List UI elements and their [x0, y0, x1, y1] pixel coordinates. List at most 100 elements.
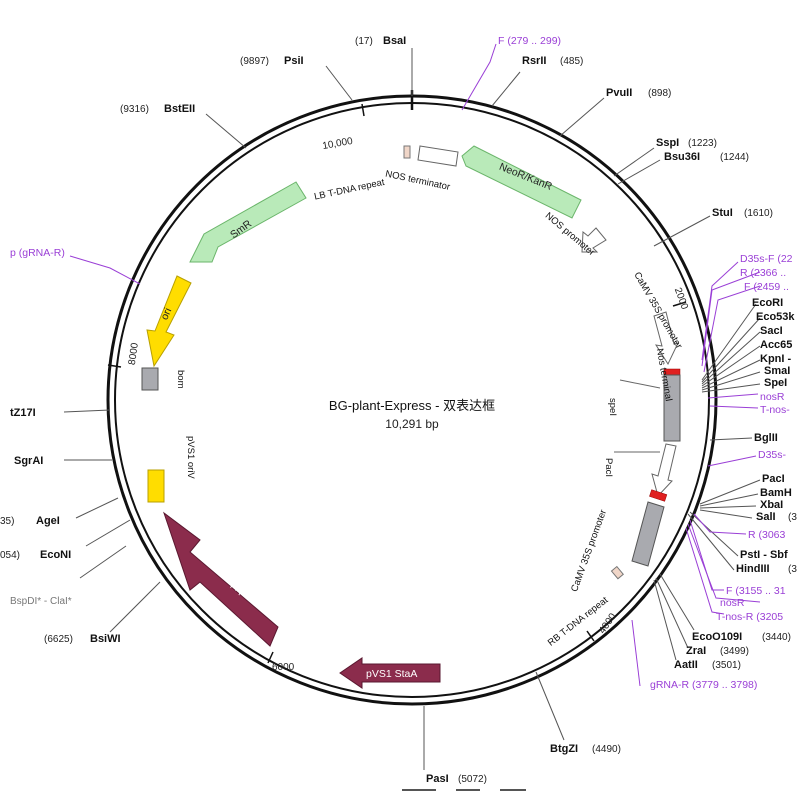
site-name-bsai: BsaI: [383, 35, 406, 47]
feature-pvs1-staa-label: pVS1 StaA: [366, 668, 417, 680]
site-pos-econi: 054): [0, 550, 20, 561]
tick-label-10000: 10,000: [322, 136, 354, 152]
site-name-econi: EcoNI: [40, 549, 71, 561]
site-leaders: [63, 48, 761, 770]
primer-t-nos-1: T-nos-: [760, 404, 790, 416]
site-name-bglii: BglII: [754, 432, 778, 444]
site-name-psii: PsiI: [284, 55, 304, 67]
site-name-pvuii: PvuII: [606, 87, 632, 99]
feature-ori-label: ori: [159, 306, 175, 322]
site-name-zrai: ZraI: [686, 645, 706, 657]
site-name-psti-sbf: PstI - Sbf: [740, 549, 788, 561]
label-camv35s-promoter-1: CaMV 35S promoter: [631, 270, 684, 350]
tick-mark-4000: [586, 630, 595, 642]
site-name-tz17i: tZ17I: [10, 407, 36, 419]
primer-r-3063: R (3063: [748, 529, 786, 541]
site-pos-bsteii: (9316): [120, 104, 149, 115]
site-name-acc65: Acc65: [760, 339, 792, 351]
site-name-btgzi: BtgZI: [550, 743, 578, 755]
speI-inner-line: [619, 379, 661, 389]
feature-nos-promoter: [581, 227, 607, 253]
primer-p-grna-r: p (gRNA-R): [10, 247, 65, 259]
tick-label-6000: 6000: [272, 662, 295, 673]
primer-d35s-f: D35s-F (22: [740, 253, 793, 265]
site-name-bamh: BamH: [760, 487, 792, 499]
feature-ori: [146, 275, 192, 368]
site-name-sgrai: SgrAI: [14, 455, 43, 467]
site-pos-rsrii: (485): [560, 56, 583, 67]
site-pos-bsu36i: (1244): [720, 152, 749, 163]
primer-f-3155: F (3155 .. 31: [726, 585, 786, 597]
plasmid-name: BG-plant-Express - 双表达框: [329, 398, 495, 413]
site-pos-sspi: (1223): [688, 138, 717, 149]
site-name-pasi: PasI: [426, 773, 449, 785]
site-name-sali: SalI: [756, 511, 776, 523]
feature-pvs1-repa: [163, 511, 279, 647]
label-camv35s-promoter-2: CaMV 35S promoter: [569, 508, 609, 593]
site-name-xbai: XbaI: [760, 499, 783, 511]
site-pos-pasi: (5072): [458, 774, 487, 785]
feature-camv35s-promoter-1: [653, 311, 679, 366]
site-pos-bsai: (17): [355, 36, 373, 47]
primer-f-2459: F (2459 ..: [744, 281, 789, 293]
label-nos-promoter: NOS promoter: [543, 210, 597, 258]
site-pos-pvuii: (898): [648, 88, 671, 99]
primer-nosr-2: nosR: [720, 597, 745, 609]
site-pos-btgzi: (4490): [592, 744, 621, 755]
label-pvs1-oriv: pVS1 oriV: [185, 436, 196, 479]
feature-neor-kanr: [461, 145, 582, 219]
feature-gray-box-1: [663, 374, 681, 442]
feature-smr: [189, 181, 307, 263]
site-name-sspi: SspI: [656, 137, 679, 149]
site-name-stui: StuI: [712, 207, 733, 219]
site-name-spei: SpeI: [764, 377, 787, 389]
site-grey-bspdi-clai: BspDI* - ClaI*: [10, 596, 72, 607]
site-name-bsteii: BstEII: [164, 103, 195, 115]
tick-mark-6000: [267, 651, 274, 664]
primer-d35s-2: D35s-: [758, 449, 787, 461]
site-name-bsu36i: Bsu36I: [664, 151, 700, 163]
tick-mark-10000: [361, 103, 365, 117]
feature-rb-tdna-repeat: [610, 565, 624, 580]
label-paci-inner: PacI: [603, 458, 614, 477]
feature-bom: [141, 367, 159, 391]
site-name-agei: AgeI: [36, 515, 60, 527]
primer-f-279: F (279 .. 299): [498, 35, 561, 47]
site-name-paci: PacI: [762, 473, 785, 485]
site-pos-hindiii: (3: [788, 564, 797, 575]
primer-r-2366: R (2366 ..: [740, 267, 786, 279]
site-name-smai: SmaI: [764, 365, 790, 377]
feature-pvs1-staa: [339, 657, 441, 689]
site-name-rsrii: RsrII: [522, 55, 546, 67]
site-name-hindiii: HindIII: [736, 563, 770, 575]
primer-t-nos-r: T-nos-R (3205: [716, 611, 783, 623]
feature-camv35s-promoter-2: [651, 443, 677, 497]
plasmid-size: 10,291 bp: [385, 417, 439, 431]
site-name-saci: SacI: [760, 325, 783, 337]
primer-leaders: [69, 43, 761, 687]
feature-gray-box-2: [631, 501, 665, 567]
label-nos-terminator: NOS terminator: [384, 168, 451, 192]
site-name-bsiwi: BsiWI: [90, 633, 121, 645]
site-pos-aatii: (3501): [712, 660, 741, 671]
site-name-kpni: KpnI -: [760, 353, 791, 365]
tick-label-8000: 8000: [127, 342, 141, 366]
label-bom: bom: [175, 370, 186, 389]
label-spei-inner: speI: [607, 398, 618, 416]
site-pos-psii: (9897): [240, 56, 269, 67]
label-lb-tdna-repeat: LB T-DNA repeat: [313, 177, 386, 203]
site-pos-agei: 35): [0, 516, 14, 527]
site-name-ecoo109i: EcoO109I: [692, 631, 742, 643]
feature-nos-terminator: [417, 145, 459, 167]
site-pos-sali: (3: [788, 512, 797, 523]
tick-mark-2000: [672, 301, 687, 307]
label-rb-tdna-repeat: RB T-DNA repeat: [546, 595, 611, 649]
site-pos-ecoo109i: (3440): [762, 632, 791, 643]
feature-pvs1-oriv: [147, 469, 165, 503]
site-pos-stui: (1610): [744, 208, 773, 219]
site-name-aatii: AatII: [674, 659, 698, 671]
site-name-eco53k: Eco53k: [756, 311, 795, 323]
tick-mark-8000: [107, 364, 122, 368]
feature-red-mark-2: [649, 489, 668, 502]
